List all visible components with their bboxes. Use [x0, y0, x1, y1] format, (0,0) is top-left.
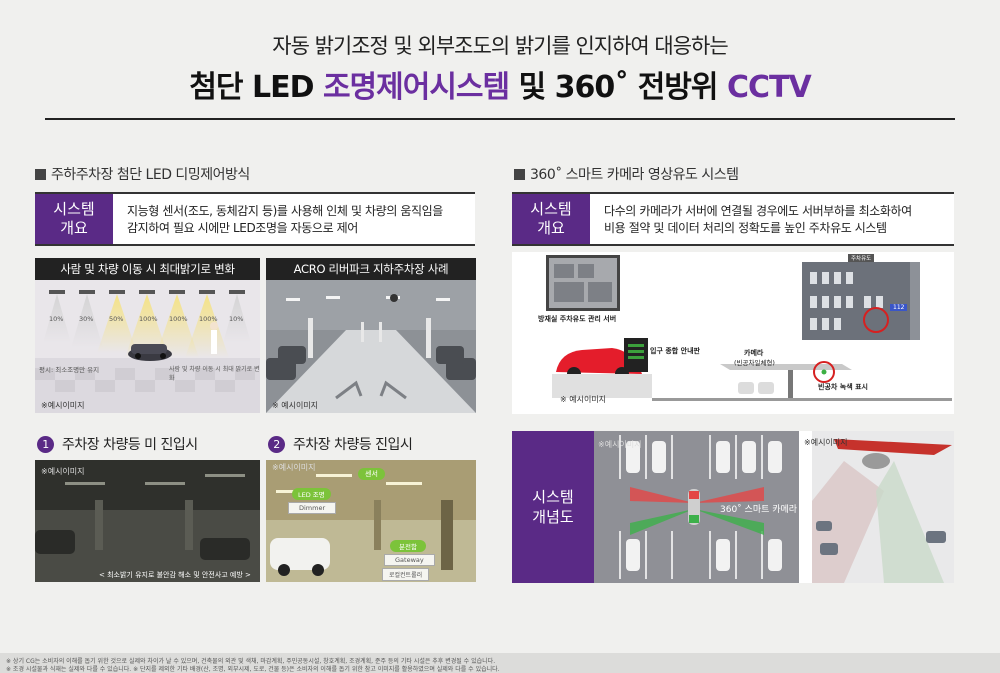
brightness-level-label: 100% [199, 315, 218, 323]
step2-title: 2 주차장 차량등 진입시 [268, 434, 413, 454]
guide-label: 주차유도 [848, 254, 875, 262]
dark-parking-scene [35, 460, 260, 582]
page-subtitle: 자동 밝기조정 및 외부조도의 밝기를 인지하여 대응하는 [272, 34, 728, 58]
brightness-level-label: 30% [79, 315, 94, 323]
right-section-title-text: 360˚ 스마트 카메라 영상유도 시스템 [530, 167, 739, 183]
header-divider [45, 118, 955, 120]
example-label: ※예시이미지 [272, 463, 316, 472]
dimming-note-right: 사람 및 차량 이동 시 최대 밝기로 변화 [169, 366, 260, 382]
right-desc-line2: 비용 절약 및 데이터 처리의 정확도를 높인 주차유도 시스템 [604, 221, 887, 235]
footer-disclaimer: ※ 상기 CG는 소비자의 이해를 돕기 위한 것으로 실제와 차이가 날 수 … [0, 653, 1000, 673]
concept-camera-label: 360˚ 스마트 카메라 [720, 505, 798, 515]
sensor-badge: 센서 [358, 468, 385, 480]
empty-spot-label: 빈공차 녹색 표시 [818, 383, 868, 391]
gateway-box: Gateway [384, 554, 435, 566]
camera-sub-label: (빈공차일체형) [734, 359, 775, 367]
example-label: ※ 예시이미지 [560, 395, 607, 404]
left-desc-line2: 감지하여 필요 시에만 LED조명을 자동으로 제어 [127, 221, 358, 235]
left-section-title: 주하주차장 첨단 LED 디밍제어방식 [35, 164, 250, 184]
square-bullet-icon [35, 169, 46, 180]
title-part-2: 조명제어시스템 [322, 70, 510, 105]
camera-label: 카메라 [744, 349, 764, 357]
brightness-level-label: 10% [229, 315, 244, 323]
right-tag-line2: 개요 [537, 219, 565, 237]
left-tag-line2: 개요 [60, 219, 88, 237]
brightness-level-label: 10% [49, 315, 64, 323]
example-label: ※예시이미지 [804, 438, 848, 447]
title-part-1: 첨단 LED [189, 70, 323, 105]
diagram-graphics [546, 255, 952, 401]
concept-tag-line2: 개념도 [532, 508, 574, 526]
step1-note: < 최소밝기 유지로 불안감 해소 및 안전사고 예방 > [99, 571, 251, 579]
step2-title-text: 주차장 차량등 진입시 [293, 437, 413, 453]
step1-title-text: 주차장 차량등 미 진입시 [62, 437, 198, 453]
acro-caption: ACRO 리버파크 지하주차장 사례 [266, 258, 476, 280]
step2-photo: ※예시이미지 센서 LED 조명 Dimmer 분전함 Gateway 로컬컨트… [266, 460, 476, 582]
smart-camera-diagram: 방재실 주차유도 관리 서버 입구 종합 안내판 카메라 (빈공차일체형) 빈공… [512, 252, 954, 414]
dimmer-box: Dimmer [288, 502, 337, 514]
count-badge: 112 [890, 304, 908, 311]
dimming-caption: 사람 및 차량 이동 시 최대밝기로 변화 [35, 258, 260, 280]
square-bullet-icon [514, 169, 525, 180]
right-section-title: 360˚ 스마트 카메라 영상유도 시스템 [514, 164, 739, 184]
footer-line2: ※ 조경 시설물과 식재는 실제와 다를 수 있습니다. ※ 단지를 제외한 기… [6, 666, 500, 673]
panel-label: 입구 종합 안내판 [650, 347, 700, 355]
left-desc-line1: 지능형 센서(조도, 동체감지 등)를 사용해 인체 및 차량의 움직임을 [127, 204, 443, 218]
step2-number: 2 [268, 436, 285, 453]
concept-graphics [594, 431, 954, 583]
left-tag-line1: 시스템 [53, 200, 95, 218]
led-badge: LED 조명 [292, 488, 331, 500]
right-tag-line1: 시스템 [530, 200, 572, 218]
title-part-3: 및 360˚ 전방위 [509, 70, 727, 105]
title-part-4: CCTV [726, 70, 812, 105]
parking-scene [266, 280, 476, 413]
server-label: 방재실 주차유도 관리 서버 [538, 315, 617, 323]
dimming-note-left: 평시: 최소조명만 유지 [39, 366, 100, 374]
dimming-scene [35, 290, 260, 413]
right-desc-line1: 다수의 카메라가 서버에 연결될 경우에도 서버부하를 최소화하여 [604, 204, 912, 218]
example-label: ※예시이미지 [41, 401, 85, 410]
concept-tag-line1: 시스템 [532, 488, 574, 506]
dimming-illustration: 사람 및 차량 이동 시 최대밝기로 변화 10% 30% 50% 100% 100% 1… [35, 258, 260, 413]
footer-line1: ※ 상기 CG는 소비자의 이해를 돕기 위한 것으로 실제와 차이가 날 수 … [6, 658, 496, 665]
brightness-level-label: 100% [169, 315, 188, 323]
example-label: ※예시이미지 [598, 440, 642, 449]
example-label: ※예시이미지 [41, 467, 85, 476]
step1-title: 1 주차장 차량등 미 진입시 [37, 434, 198, 454]
brightness-level-label: 100% [139, 315, 158, 323]
controller-box: 로컬컨트롤러 [382, 568, 430, 581]
page-title: 첨단 LED 조명제어시스템 및 360˚ 전방위 CCTV [0, 62, 1000, 106]
example-label: ※ 예시이미지 [272, 401, 319, 410]
left-section-title-text: 주하주차장 첨단 LED 디밍제어방식 [51, 167, 250, 183]
brightness-level-label: 50% [109, 315, 124, 323]
distributor-badge: 분전함 [390, 540, 426, 552]
step1-number: 1 [37, 436, 54, 453]
step1-photo: ※예시이미지 < 최소밝기 유지로 불안감 해소 및 안전사고 예방 > [35, 460, 260, 582]
acro-parking-photo: ACRO 리버파크 지하주차장 사례 ※ 예시이미지 [266, 258, 476, 413]
